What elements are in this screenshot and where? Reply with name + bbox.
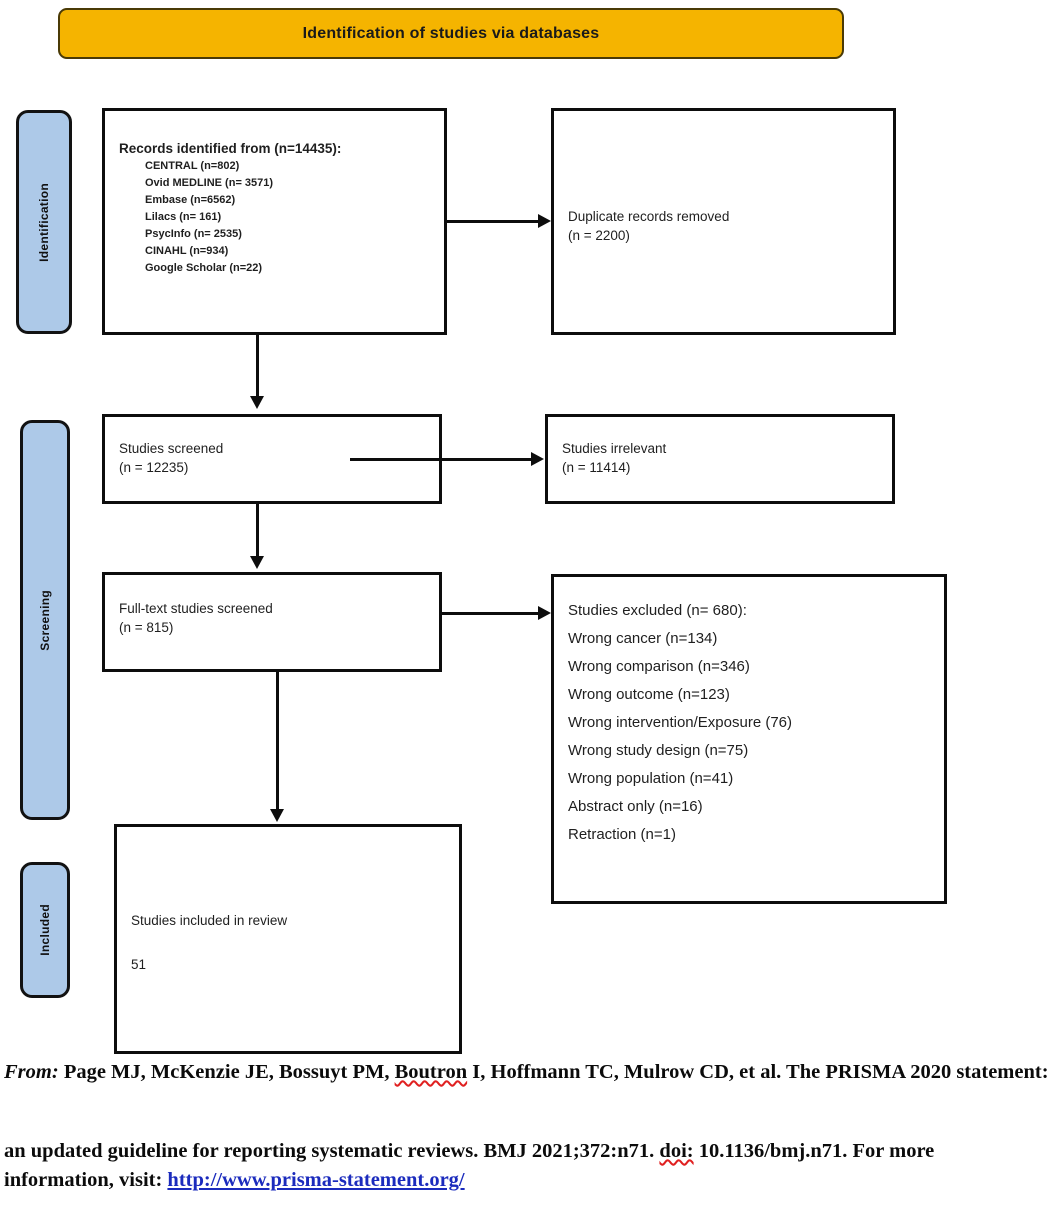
records-identified-title: Records identified from (n=14435): bbox=[119, 141, 342, 156]
excluded-reason-wrong-outcome: Wrong outcome (n=123) bbox=[568, 686, 730, 703]
citation-journal-reference: an updated guideline for reporting syste… bbox=[4, 1140, 655, 1162]
excluded-reason-wrong-cancer: Wrong cancer (n=134) bbox=[568, 630, 718, 647]
duplicates-removed-label: Duplicate records removed bbox=[568, 209, 730, 224]
citation-paragraph-1: From: Page MJ, McKenzie JE, Bossuyt PM, … bbox=[4, 1058, 1049, 1087]
citation-statement-title: PRISMA 2020 statement: bbox=[825, 1061, 1049, 1083]
studies-irrelevant-label: Studies irrelevant bbox=[562, 441, 667, 456]
arrowhead-screened-to-fulltext bbox=[250, 556, 264, 569]
records-source-cinahl: CINAHL (n=934) bbox=[145, 245, 229, 257]
studies-excluded-title: Studies excluded (n= 680): bbox=[568, 602, 747, 619]
connector-fulltext-to-included bbox=[276, 672, 279, 812]
box-studies-irrelevant: Studies irrelevant (n = 11414) bbox=[545, 414, 895, 504]
citation-authors-part2: I, Hoffmann TC, Mulrow CD, et al. The bbox=[472, 1061, 821, 1083]
banner-label: Identification of studies via databases bbox=[302, 24, 600, 42]
records-source-psycinfo: PsycInfo (n= 2535) bbox=[145, 228, 242, 240]
records-source-embase: Embase (n=6562) bbox=[145, 194, 236, 206]
citation-doi-text: 10.1136/bmj.n71. For more information, v… bbox=[4, 1140, 935, 1191]
records-source-google-scholar: Google Scholar (n=22) bbox=[145, 262, 263, 274]
stage-identification-text: Identification bbox=[37, 182, 51, 262]
studies-screened-count: (n = 12235) bbox=[119, 460, 189, 475]
connector-records-to-duplicates bbox=[447, 220, 539, 223]
excluded-reason-retraction: Retraction (n=1) bbox=[568, 826, 676, 843]
box-fulltext-screened: Full-text studies screened (n = 815) bbox=[102, 572, 442, 672]
arrowhead-records-to-duplicates bbox=[538, 214, 551, 228]
excluded-reason-wrong-study-design: Wrong study design (n=75) bbox=[568, 742, 749, 759]
arrowhead-fulltext-to-excluded bbox=[538, 606, 551, 620]
fulltext-screened-count: (n = 815) bbox=[119, 620, 174, 635]
citation-misspelled-boutron: Boutron bbox=[394, 1061, 468, 1083]
citation-authors-part1: Page MJ, McKenzie JE, Bossuyt PM, bbox=[63, 1061, 390, 1083]
duplicates-removed-count: (n = 2200) bbox=[568, 228, 630, 243]
excluded-reason-wrong-intervention: Wrong intervention/Exposure (76) bbox=[568, 714, 793, 731]
arrowhead-fulltext-to-included bbox=[270, 809, 284, 822]
stage-screening-text: Screening bbox=[38, 589, 52, 651]
stage-label-screening: Screening bbox=[20, 420, 70, 820]
arrowhead-screened-to-irrelevant bbox=[531, 452, 544, 466]
excluded-reason-wrong-comparison: Wrong comparison (n=346) bbox=[568, 658, 750, 675]
excluded-reason-wrong-population: Wrong population (n=41) bbox=[568, 770, 734, 787]
fulltext-screened-label: Full-text studies screened bbox=[119, 601, 273, 616]
stage-included-text: Included bbox=[38, 904, 52, 956]
connector-screened-to-irrelevant bbox=[350, 458, 532, 461]
studies-included-count: 51 bbox=[131, 957, 147, 972]
excluded-reason-abstract-only: Abstract only (n=16) bbox=[568, 798, 703, 815]
connector-screened-to-fulltext bbox=[256, 504, 259, 559]
connector-fulltext-to-excluded bbox=[442, 612, 539, 615]
records-source-ovid-medline: Ovid MEDLINE (n= 3571) bbox=[145, 177, 274, 189]
box-duplicates-removed: Duplicate records removed (n = 2200) bbox=[551, 108, 896, 335]
box-studies-included: Studies included in review 51 bbox=[114, 824, 462, 1054]
studies-irrelevant-count: (n = 11414) bbox=[562, 460, 631, 475]
stage-label-included: Included bbox=[20, 862, 70, 998]
identification-banner: Identification of studies via databases bbox=[58, 8, 844, 59]
prisma-statement-link[interactable]: http://www.prisma-statement.org/ bbox=[167, 1169, 465, 1191]
citation-paragraph-2: an updated guideline for reporting syste… bbox=[4, 1137, 1049, 1195]
arrowhead-records-to-screened bbox=[250, 396, 264, 409]
studies-included-label: Studies included in review bbox=[131, 913, 288, 928]
citation-misspelled-doi: doi: bbox=[659, 1140, 694, 1162]
connector-records-to-screened bbox=[256, 335, 259, 399]
records-source-central: CENTRAL (n=802) bbox=[145, 160, 240, 172]
studies-screened-label: Studies screened bbox=[119, 441, 224, 456]
box-records-identified: Records identified from (n=14435): CENTR… bbox=[102, 108, 447, 335]
records-source-lilacs: Lilacs (n= 161) bbox=[145, 211, 222, 223]
stage-label-identification: Identification bbox=[16, 110, 72, 334]
citation-from-label: From: bbox=[4, 1061, 59, 1083]
box-studies-excluded: Studies excluded (n= 680): Wrong cancer … bbox=[551, 574, 947, 904]
